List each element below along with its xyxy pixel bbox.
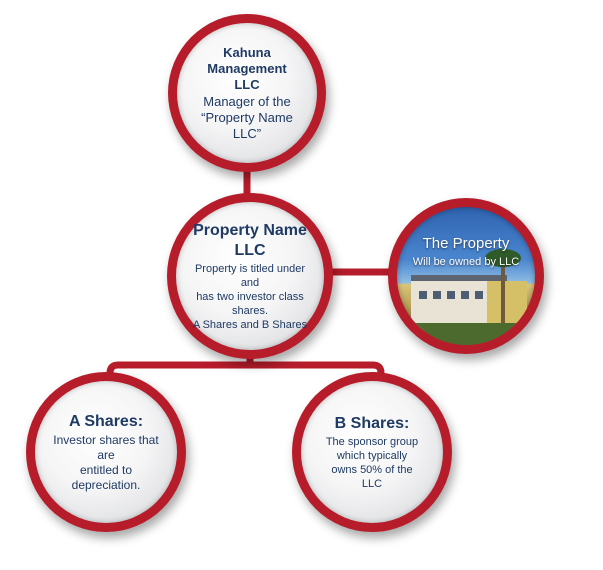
property-llc-desc-line3: A Shares and B Shares [192,318,308,331]
manager-desc-line1: Manager of the [203,93,291,109]
property-llc-desc-line1: Property is titled under and [194,262,306,289]
palm-fronds-shape [485,249,521,267]
b-shares-desc-line3: owns 50% of the [331,463,413,476]
property-llc-node-face: Property Name LLC Property is titled und… [176,202,324,350]
manager-title-line1: Kahuna Management [207,44,287,76]
manager-desc-line2: “Property Name LLC” [201,109,293,141]
b-shares-desc-line4: LLC [361,477,383,490]
property-llc-title: Property Name LLC [193,221,307,259]
the-property-node: The Property Will be owned by LLC [388,198,544,354]
manager-node-face: Kahuna Management LLC Manager of the “Pr… [177,23,317,163]
building-window-row [419,291,499,299]
a-shares-node: A Shares: Investor shares that are entit… [26,372,186,532]
manager-node: Kahuna Management LLC Manager of the “Pr… [168,14,326,172]
b-shares-desc-line1: The sponsor group [325,435,419,448]
property-photo: The Property Will be owned by LLC [397,207,535,345]
hedge-shape [397,323,535,345]
b-shares-node-face: B Shares: The sponsor group which typica… [301,381,443,523]
b-shares-node: B Shares: The sponsor group which typica… [292,372,452,532]
building-shape-2 [487,281,527,325]
the-property-title: The Property [422,235,510,252]
b-shares-title: B Shares: [334,414,410,432]
property-llc-node: Property Name LLC Property is titled und… [167,193,333,359]
manager-title-line2: LLC [234,76,260,92]
palm-tree-shape [501,257,505,327]
the-property-desc: Will be owned by LLC [412,256,520,268]
a-shares-desc-line1: Investor shares that are [53,432,159,462]
b-shares-desc-line2: which typically [336,449,408,462]
a-shares-title: A Shares: [68,412,144,430]
a-shares-node-face: A Shares: Investor shares that are entit… [35,381,177,523]
property-llc-desc-line2: has two investor class shares. [196,290,304,317]
a-shares-desc-line2: entitled to depreciation. [71,462,141,492]
